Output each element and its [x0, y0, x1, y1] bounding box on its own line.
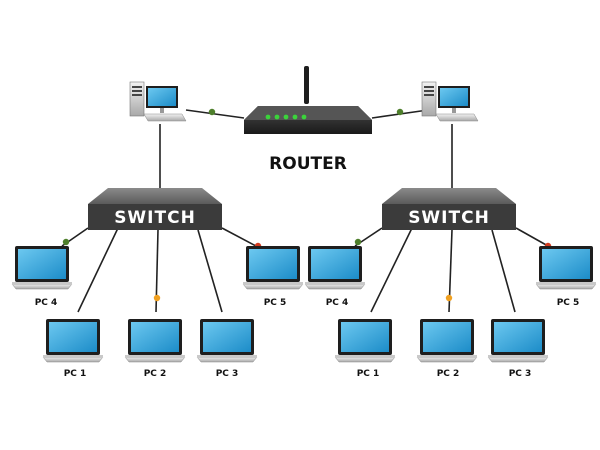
pc-label-left-4: PC 5 [264, 298, 287, 308]
pc-label-left-3: PC 3 [216, 369, 239, 379]
link-switch-right-pc-4 [515, 227, 549, 247]
port-left-pc-2 [153, 294, 161, 302]
link-switch-left-pc-3 [197, 229, 223, 313]
pc-label-left-2: PC 2 [144, 369, 167, 379]
router-antenna [304, 66, 309, 104]
link-switch-left-pc-1 [77, 227, 119, 313]
pc-labels: PC 4 PC 1 PC 2 PC 3 PC 5 PC 4 PC 1 PC 2 PC 3 PC 5 [35, 298, 580, 379]
switch-right-label: SWITCH [408, 208, 490, 228]
pc-label-right-1: PC 1 [357, 369, 380, 379]
laptop-right-2-icon [416, 318, 478, 363]
pc-label-right-2: PC 2 [437, 369, 460, 379]
switch-left: SWITCH [88, 188, 222, 230]
link-router-desktop-left [185, 109, 245, 119]
laptop-right-3-icon [487, 318, 549, 363]
laptop-right-0-icon [304, 245, 366, 290]
port-router-right [396, 108, 404, 116]
link-switch-left-pc-4 [221, 227, 257, 247]
pc-label-right-0: PC 4 [326, 298, 349, 308]
link-switch-right-pc-1 [370, 227, 413, 313]
laptop-left-2-icon [124, 318, 186, 363]
router-status-lights [265, 114, 307, 120]
laptop-left-3-icon [196, 318, 258, 363]
network-links [61, 108, 552, 313]
desktop-left-icon [129, 81, 187, 122]
pc-label-right-3: PC 3 [509, 369, 532, 379]
laptop-left-1-icon [42, 318, 104, 363]
router-label: ROUTER [269, 154, 347, 174]
link-switch-right-pc-3 [491, 229, 516, 313]
port-left-pc-0 [62, 238, 70, 246]
laptop-right-1-icon [334, 318, 396, 363]
desktop-right-icon [421, 81, 479, 122]
port-right-pc-0 [354, 238, 362, 246]
port-right-pc-2 [445, 294, 453, 302]
laptop-left-4-icon [242, 245, 304, 290]
pc-label-left-1: PC 1 [64, 369, 87, 379]
switch-right: SWITCH [382, 188, 516, 230]
pc-label-left-0: PC 4 [35, 298, 58, 308]
laptop-right-4-icon [535, 245, 597, 290]
pc-label-right-4: PC 5 [557, 298, 580, 308]
switch-left-label: SWITCH [114, 208, 196, 228]
port-router-left [208, 108, 216, 116]
router: ROUTER [244, 66, 372, 174]
laptop-left-0-icon [11, 245, 73, 290]
